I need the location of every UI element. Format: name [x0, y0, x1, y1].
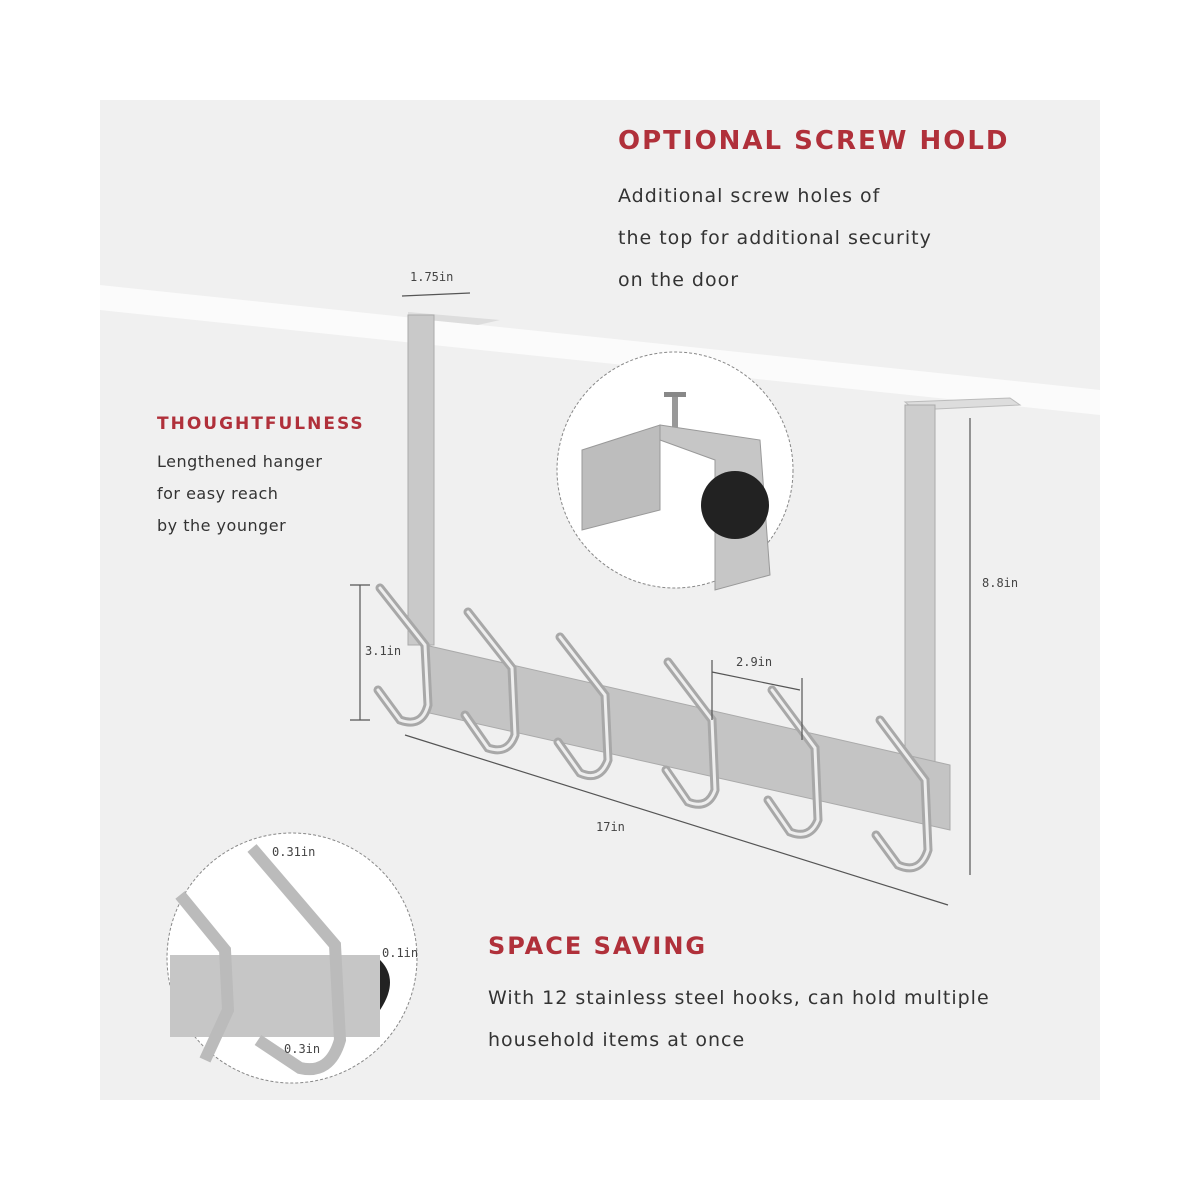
text-line: With 12 stainless steel hooks, can hold …: [488, 987, 990, 1009]
screw-hold-text: Additional screw holes of the top for ad…: [618, 175, 932, 301]
dim-hook-width: 0.31in: [272, 845, 316, 859]
space-saving-title: SPACE SAVING: [488, 932, 708, 960]
text-line: household items at once: [488, 1029, 746, 1051]
left-hanger: [407, 312, 500, 646]
door-edge: [100, 285, 1100, 415]
text-line: on the door: [618, 269, 740, 291]
screw-detail-circle: [556, 351, 794, 591]
hook-detail-circle: [166, 832, 418, 1084]
dim-top-width: 1.75in: [410, 270, 454, 284]
text-line: the top for additional security: [618, 227, 932, 249]
right-hanger: [903, 397, 1022, 766]
text-line: for easy reach: [157, 484, 279, 503]
thoughtfulness-text: Lengthened hanger for easy reach by the …: [157, 446, 322, 542]
text-line: Additional screw holes of: [618, 185, 881, 207]
thoughtfulness-title: THOUGHTFULNESS: [157, 414, 365, 434]
text-line: Lengthened hanger: [157, 452, 323, 471]
dim-thickness: 0.1in: [382, 946, 419, 960]
dim-hook-height: 3.1in: [365, 644, 402, 658]
space-saving-text: With 12 stainless steel hooks, can hold …: [488, 977, 990, 1061]
dim-height: 8.8in: [982, 576, 1019, 590]
dim-hook-spacing: 2.9in: [736, 655, 773, 669]
dim-length: 17in: [596, 820, 625, 834]
screw-hold-title: OPTIONAL SCREW HOLD: [618, 126, 1010, 156]
text-line: by the younger: [157, 516, 287, 535]
dim-hook-gap: 0.3in: [284, 1042, 321, 1056]
